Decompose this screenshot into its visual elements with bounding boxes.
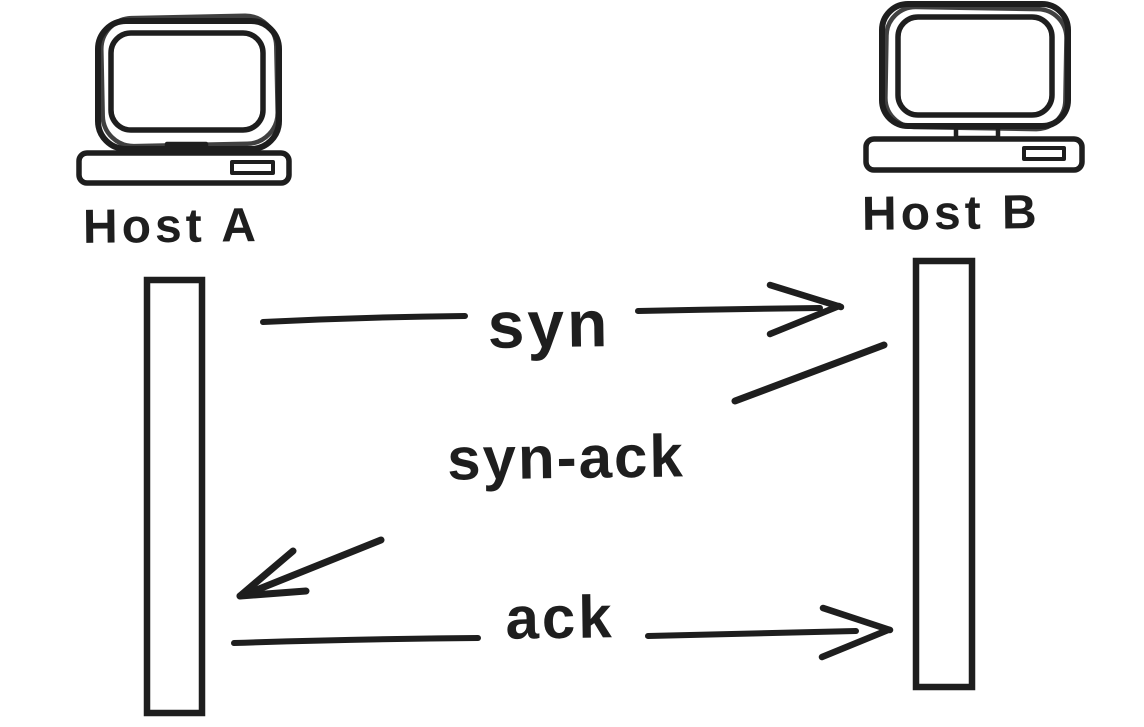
message-label-syn-ack: syn-ack bbox=[446, 422, 686, 493]
arrowhead-left-icon bbox=[236, 587, 310, 600]
message-label-ack: ack bbox=[504, 583, 616, 652]
arrowhead-right-icon bbox=[766, 281, 845, 311]
message-label-syn: syn bbox=[487, 286, 611, 362]
computer-icon bbox=[863, 1, 1085, 173]
lifeline-host-a bbox=[143, 276, 206, 717]
arrowhead-right-icon bbox=[819, 604, 894, 634]
actor-label-host-b: Host B bbox=[861, 186, 1041, 241]
message-arrow-syn-ack bbox=[236, 341, 888, 600]
message-arrow-ack bbox=[231, 604, 894, 661]
arrowhead-right-icon bbox=[818, 626, 892, 661]
computer-icon bbox=[76, 13, 292, 186]
arrowhead-right-icon bbox=[766, 302, 843, 338]
arrowhead-left-icon bbox=[236, 547, 297, 600]
message-arrow-syn bbox=[260, 281, 845, 338]
actor-label-host-a: Host A bbox=[82, 199, 261, 254]
lifeline-host-b bbox=[912, 257, 976, 691]
